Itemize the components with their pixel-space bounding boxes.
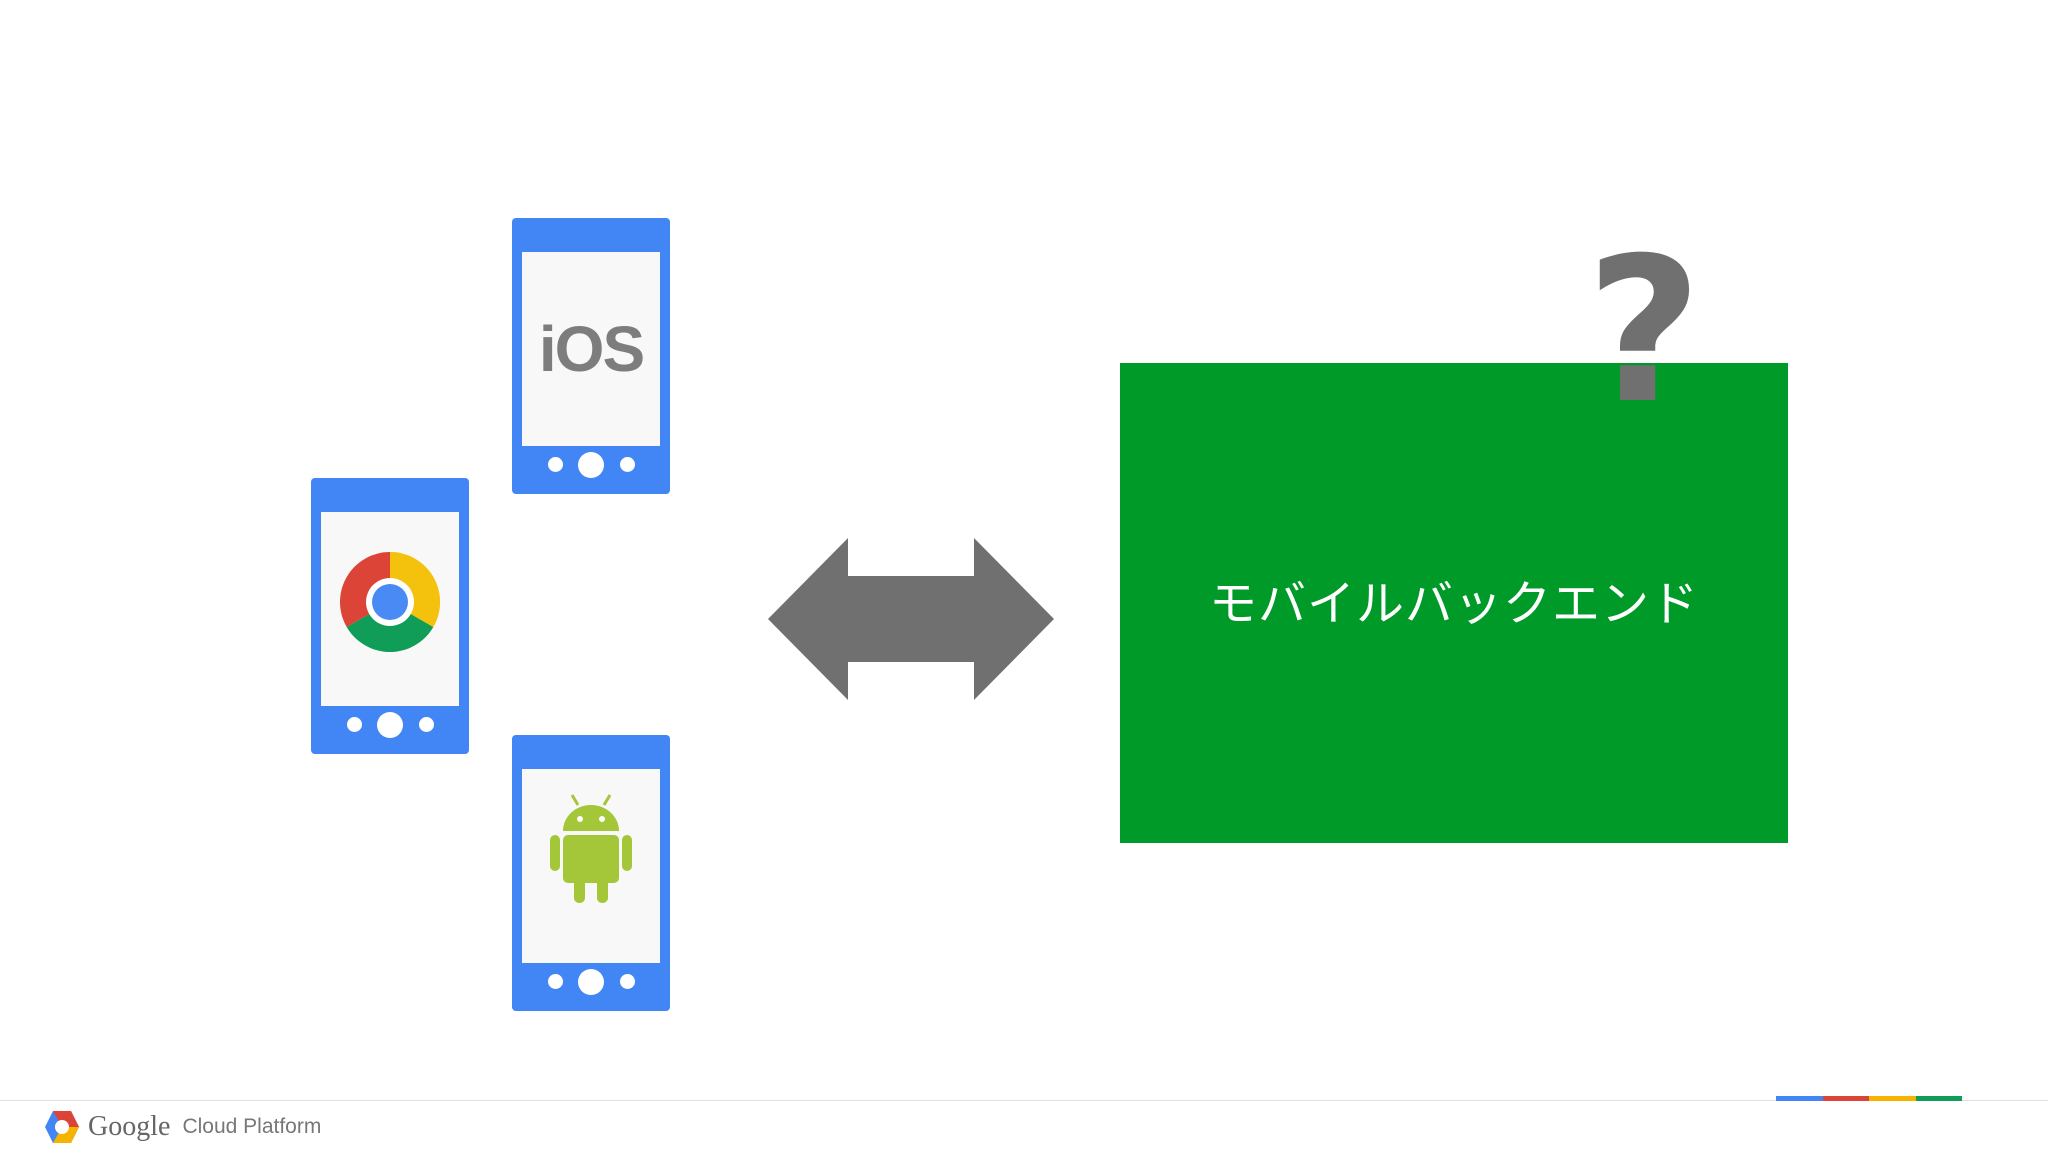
phone-button — [419, 717, 434, 732]
color-bar-yellow — [1869, 1096, 1916, 1101]
phone-button — [347, 717, 362, 732]
footer-divider — [0, 1100, 2048, 1101]
phone-screen: iOS — [522, 252, 660, 446]
cloud-platform-hexagon-icon — [45, 1111, 79, 1143]
phone-home-button — [578, 452, 604, 478]
phone-button — [620, 457, 635, 472]
phone-button — [548, 457, 563, 472]
phone-button — [620, 974, 635, 989]
google-color-bar — [1776, 1096, 1962, 1101]
phone-button — [548, 974, 563, 989]
product-name: Cloud Platform — [182, 1115, 322, 1138]
mobile-backend-box: モバイルバックエンド — [1120, 363, 1788, 843]
google-wordmark: Google — [88, 1111, 171, 1142]
phone-android — [512, 735, 670, 1011]
phone-screen — [321, 512, 459, 706]
google-cloud-platform-logo: Google Cloud Platform — [44, 1110, 321, 1144]
phone-chrome — [311, 478, 469, 754]
phone-screen — [522, 769, 660, 963]
color-bar-red — [1822, 1096, 1869, 1101]
chrome-icon — [340, 552, 440, 652]
phone-ios: iOS — [512, 218, 670, 494]
double-arrow-icon — [768, 538, 1054, 700]
phone-home-button — [377, 712, 403, 738]
phone-home-button — [578, 969, 604, 995]
ios-logo: iOS — [538, 313, 645, 385]
android-icon — [550, 794, 632, 903]
color-bar-green — [1915, 1096, 1962, 1101]
question-mark-icon: ? — [1586, 215, 1703, 448]
color-bar-blue — [1776, 1096, 1823, 1101]
mobile-backend-label: モバイルバックエンド — [1208, 576, 1699, 632]
